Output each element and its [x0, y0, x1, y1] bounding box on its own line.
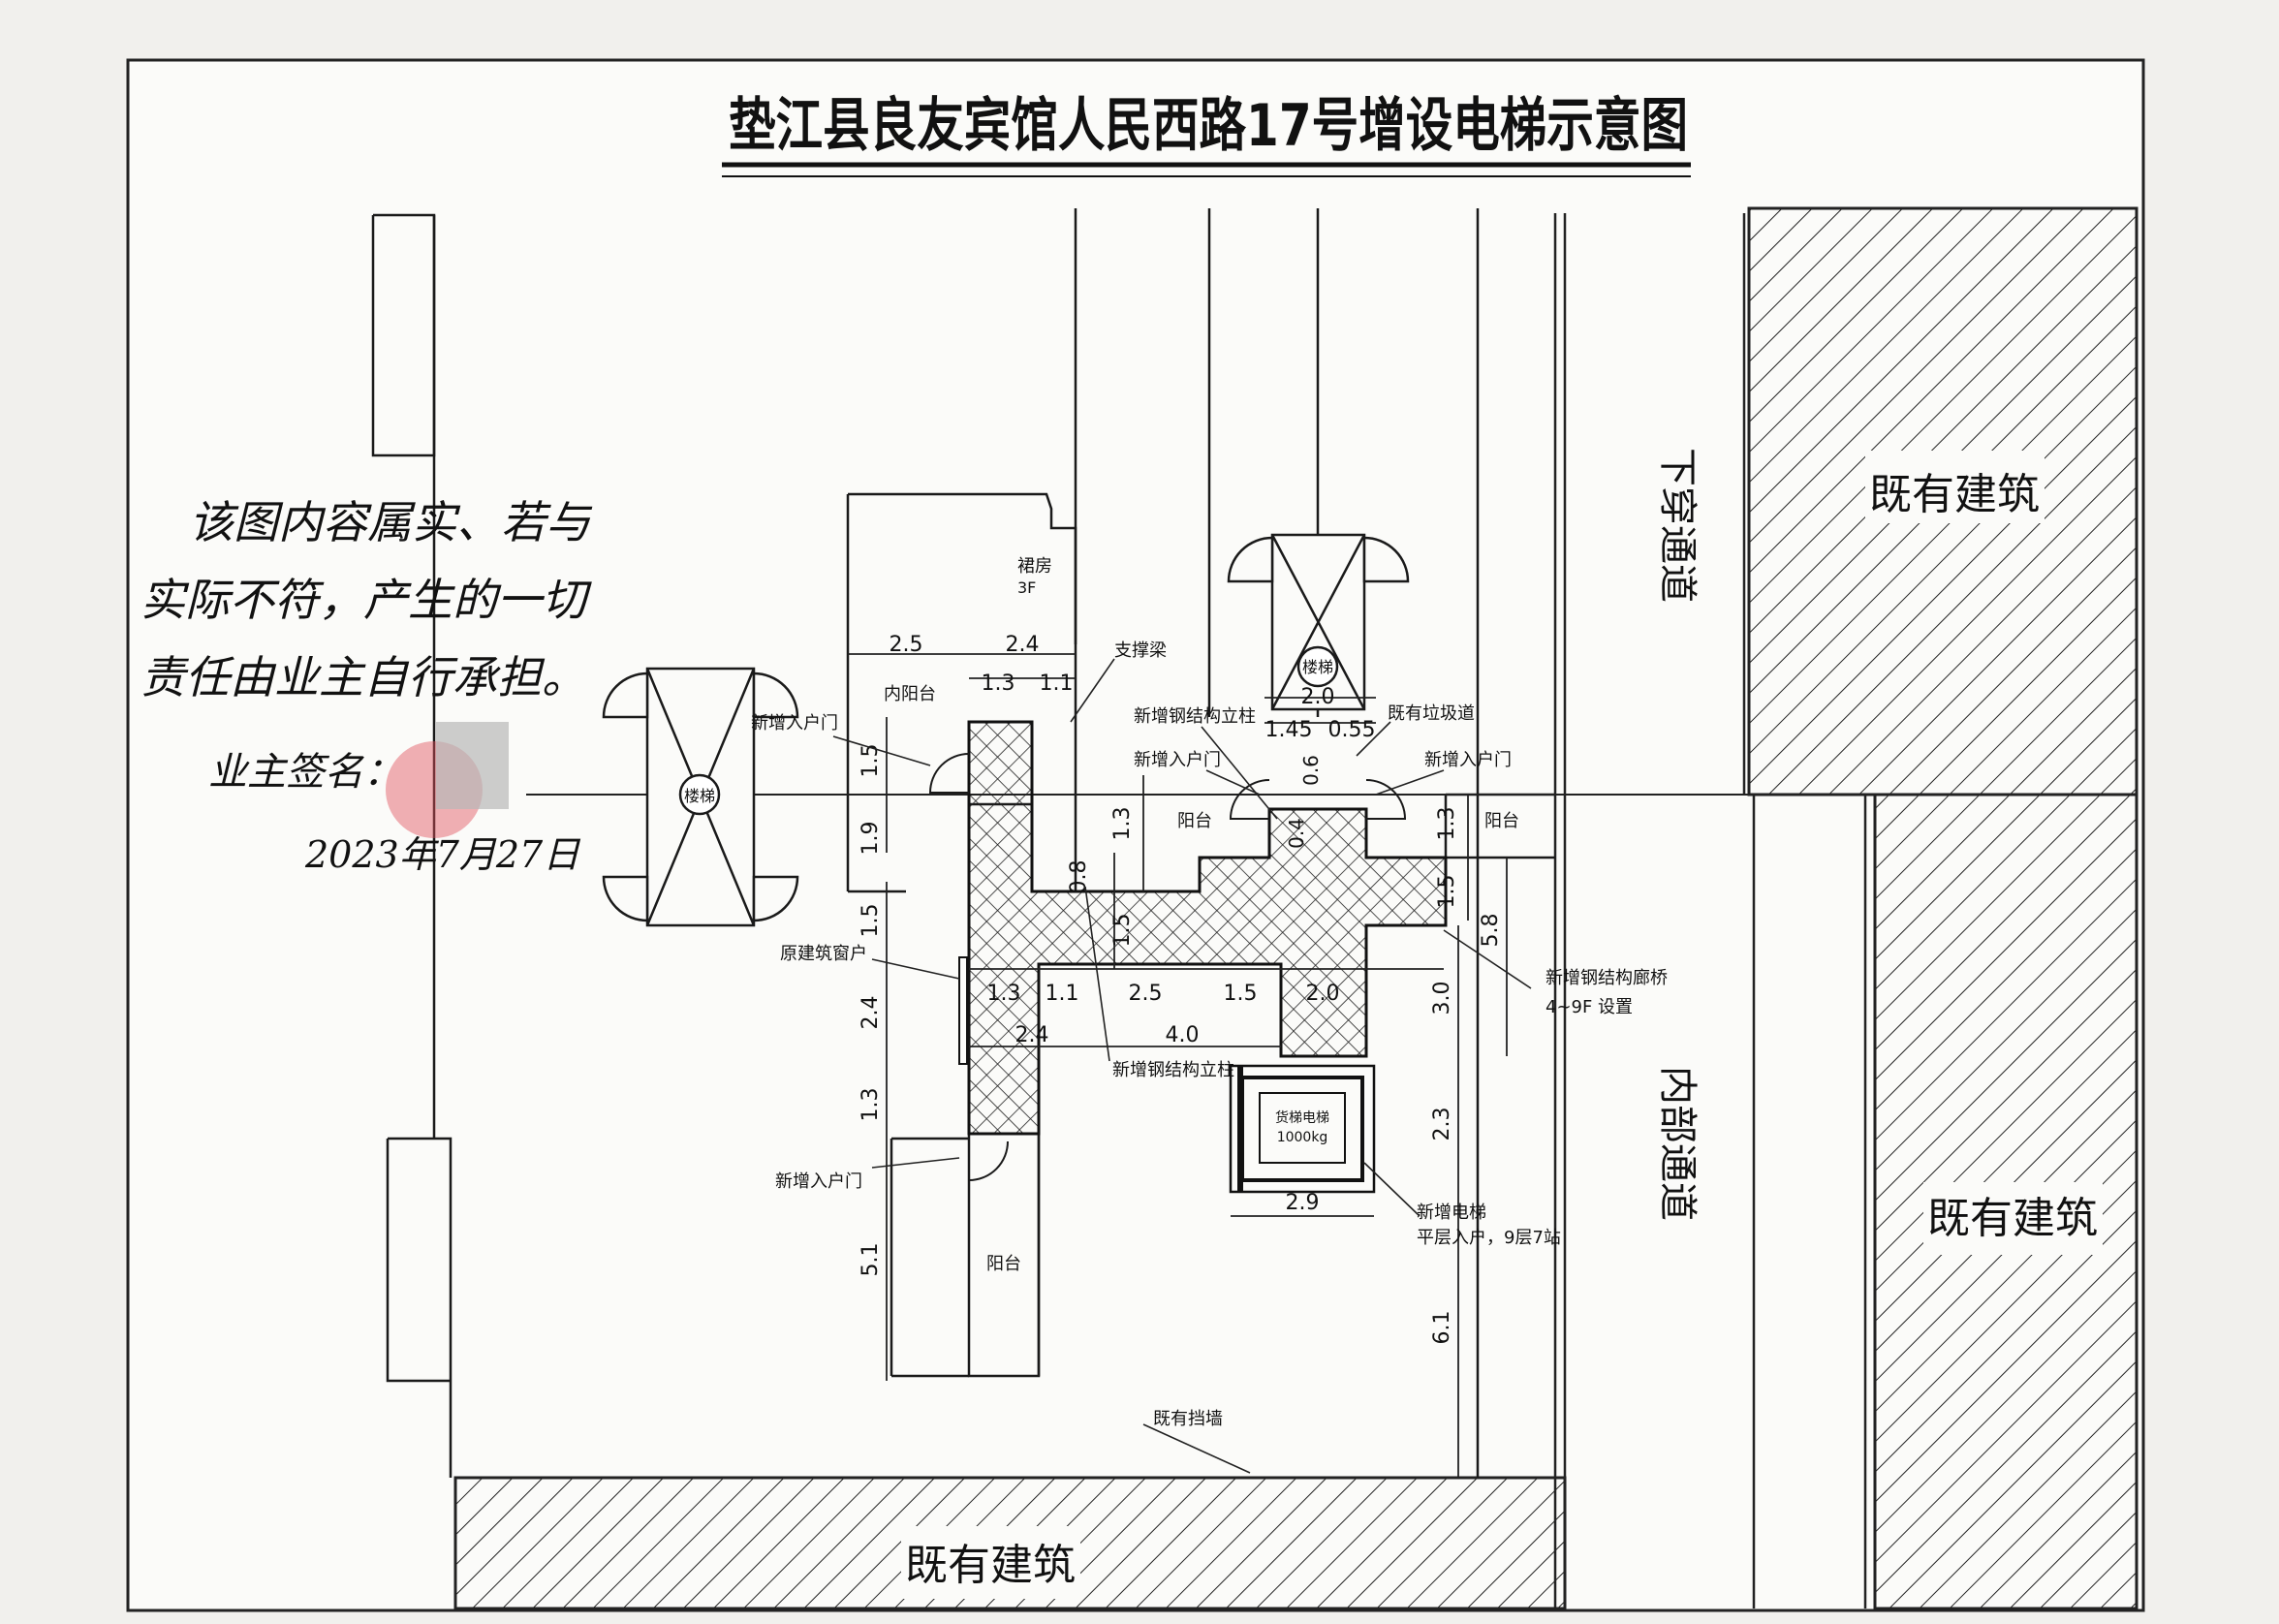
balcony-right-label: 阳台: [1484, 811, 1519, 831]
stair-left: [602, 667, 799, 927]
dim-1-5-v-left: 1.5: [859, 744, 883, 778]
callout-new-elevator: 新增电梯: [1417, 1202, 1486, 1223]
dim-1-5-v-center: 1.5: [1110, 914, 1135, 948]
callout-new-door-center: 新增入户门: [1134, 750, 1221, 770]
dim-0-6: 0.6: [1299, 755, 1323, 786]
dim-5-1-v: 5.1: [859, 1243, 883, 1277]
elevator-caption: 货梯电梯: [1275, 1109, 1329, 1126]
podium-floors-label: 3F: [1017, 578, 1036, 597]
signature-redaction: [436, 722, 509, 809]
dim-0-4: 0.4: [1285, 818, 1308, 849]
handwriting-line-2: 实际不符，产生的一切: [140, 574, 592, 626]
original-window: [958, 956, 968, 1065]
dim-2-9: 2.9: [1286, 1191, 1320, 1215]
callout-bridge-floors: 4~9F 设置: [1545, 997, 1633, 1017]
dim-2-4-v: 2.4: [859, 996, 883, 1030]
dim-6-1-v: 6.1: [1430, 1311, 1454, 1345]
balcony-center-label: 阳台: [1177, 811, 1212, 831]
drawing-title: 垫江县良友宾馆人民西路17号增设电梯示意图: [729, 92, 1688, 160]
dim-1-3-v-center: 1.3: [1110, 807, 1135, 841]
dim-4-0-row: 4.0: [1166, 1023, 1200, 1047]
inner-balcony-label: 内阳台: [884, 684, 936, 704]
leader-lines: [832, 658, 1532, 1474]
handwritten-note: 该图内容属实、若与 实际不符，产生的一切 责任由业主自行承担。 业主签名： 20…: [140, 496, 593, 876]
dim-1-5-v-right: 1.5: [1435, 875, 1459, 909]
callout-elevator-stops: 平层入户，9层7站: [1417, 1228, 1561, 1248]
callout-new-door-left: 新增入户门: [751, 713, 838, 734]
dim-1-5-row: 1.5: [1224, 982, 1258, 1006]
handwriting-date: 2023年7月27日: [304, 833, 580, 876]
dim-0-55: 0.55: [1328, 718, 1376, 742]
callout-new-bridge: 新增钢结构廊桥: [1545, 968, 1668, 988]
door-swings: [928, 753, 1407, 1182]
callout-new-column-bottom: 新增钢结构立柱: [1112, 1060, 1234, 1080]
dim-1-9-v: 1.9: [859, 822, 883, 856]
elevator-load: 1000kg: [1277, 1130, 1328, 1145]
callout-support-beam: 支撑梁: [1114, 640, 1167, 661]
existing-building-bottom-right-label-bg: [1923, 1182, 2103, 1255]
dim-2-3-v: 2.3: [1430, 1108, 1454, 1141]
dim-1-1-row: 1.1: [1046, 982, 1079, 1006]
callout-new-door-right: 新增入户门: [1424, 750, 1512, 770]
existing-building-top-right-label-bg: [1865, 451, 2045, 523]
handwriting-line-3: 责任由业主自行承担。: [140, 651, 586, 703]
dim-5-8-v: 5.8: [1479, 914, 1503, 948]
dim-0-8-v: 0.8: [1067, 860, 1091, 894]
road-label-internal-passage: 内部通道: [1655, 1066, 1700, 1221]
stair-left-label: 楼梯: [684, 787, 715, 805]
dim-1-3-row: 1.3: [987, 982, 1021, 1006]
balcony-bottom-label: 阳台: [986, 1254, 1021, 1274]
dim-2-4-row: 2.4: [1015, 1023, 1049, 1047]
dim-2-0-row: 2.0: [1306, 982, 1340, 1006]
dim-2-5-top: 2.5: [890, 633, 923, 657]
dim-2-5-row: 2.5: [1129, 982, 1163, 1006]
dim-1-45: 1.45: [1265, 718, 1313, 742]
handwriting-signature: 业主签名：: [208, 750, 402, 795]
dim-2-0-top: 2.0: [1301, 685, 1335, 709]
callout-new-column-top: 新增钢结构立柱: [1134, 706, 1256, 727]
new-elevator: [1229, 1064, 1376, 1194]
dim-1-5-v-mid: 1.5: [859, 904, 883, 938]
handwriting-line-1: 该图内容属实、若与: [189, 496, 593, 548]
dimension-lines: [848, 653, 1508, 1478]
callout-new-door-bottom: 新增入户门: [775, 1171, 862, 1192]
callout-retaining-wall: 既有挡墙: [1153, 1409, 1223, 1429]
stair-right-label: 楼梯: [1302, 658, 1333, 676]
stair-right: [1227, 533, 1410, 711]
dim-1-3-v-right: 1.3: [1435, 807, 1459, 841]
existing-building-top-right-label: 既有建筑: [1869, 470, 2040, 519]
dim-1-3-top: 1.3: [982, 671, 1015, 696]
new-corridor-steel: [967, 720, 1448, 1136]
existing-building-bottom-label: 既有建筑: [905, 1541, 1076, 1590]
road-lines: [1553, 213, 1867, 1608]
dim-3-0-v: 3.0: [1430, 982, 1454, 1015]
callout-existing-chute: 既有垃圾道: [1388, 703, 1475, 724]
callout-original-window: 原建筑窗户: [780, 944, 867, 964]
podium-label: 裙房: [1017, 556, 1052, 577]
dim-2-4-top: 2.4: [1006, 633, 1040, 657]
dim-1-1-top: 1.1: [1040, 671, 1074, 696]
road-label-lower-passage: 下穿通道: [1655, 448, 1700, 603]
dim-1-3-v-low: 1.3: [859, 1088, 883, 1122]
existing-building-bottom-right-label: 既有建筑: [1927, 1194, 2098, 1243]
existing-building-bottom-label-bg: [901, 1526, 1080, 1599]
